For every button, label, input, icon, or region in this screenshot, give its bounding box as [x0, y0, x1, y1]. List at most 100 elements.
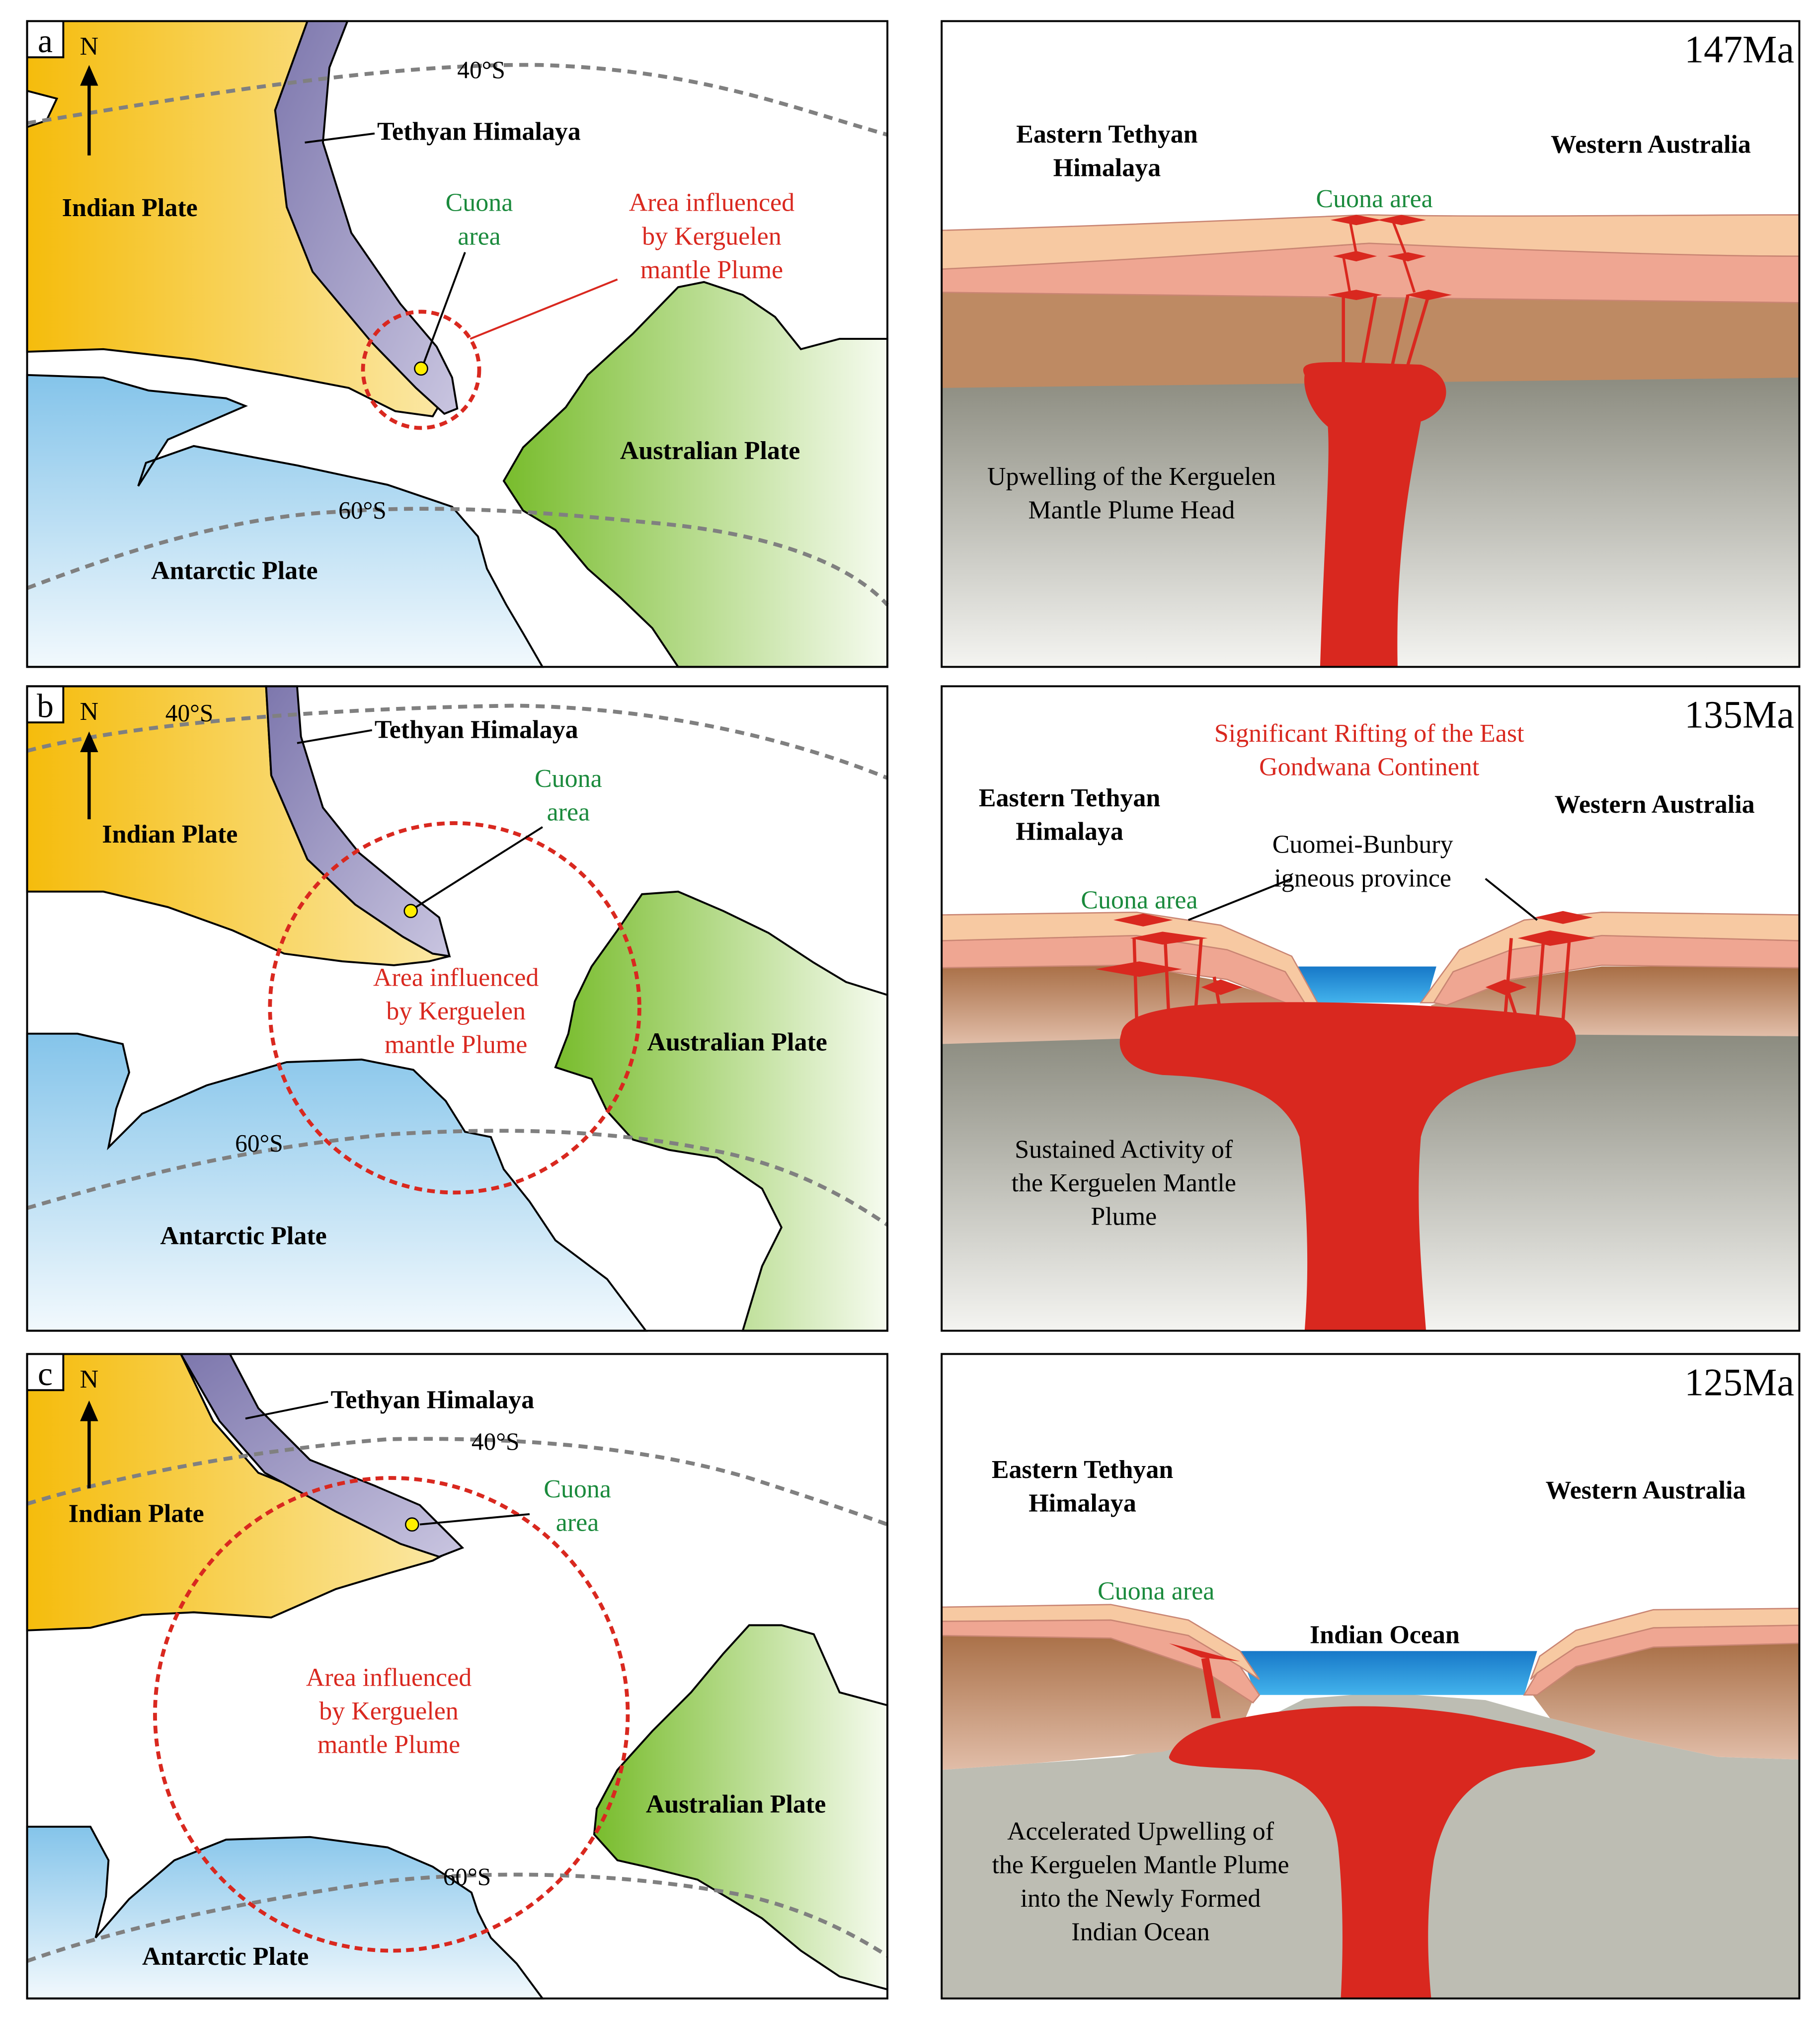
label-indian-plate: Indian Plate [102, 820, 237, 849]
label-tethyan-himalaya: Tethyan Himalaya [377, 118, 581, 146]
province-leader-east [1485, 878, 1538, 921]
north-arrow-icon [80, 731, 98, 752]
australian-plate [593, 1624, 888, 1991]
label-plume-1: Area influenced [373, 964, 539, 992]
upper-crust-east [1530, 1608, 1800, 1680]
magma-plume [1169, 1643, 1595, 1999]
province-leader-west [1188, 877, 1292, 921]
label-antarctic-plate: Antarctic Plate [160, 1222, 326, 1250]
label-indian-ocean: Indian Ocean [1310, 1621, 1460, 1649]
age-label: 125Ma [1684, 1361, 1794, 1404]
magma-dikes [1303, 215, 1452, 667]
age-label: 135Ma [1684, 694, 1794, 736]
plume-influence-circle [268, 821, 641, 1195]
antarctic-plate [26, 1032, 648, 1332]
label-rift-2: Gondwana Continent [1259, 753, 1480, 781]
note-line-3: Plume [1091, 1202, 1157, 1231]
label-cuona-area: Cuona area [1081, 886, 1197, 915]
label-eastern-tethyan-1: Eastern Tethyan [1016, 120, 1198, 149]
label-cuona-area: area [556, 1509, 599, 1537]
label-indian-plate: Indian Plate [69, 1499, 204, 1528]
magma-plume [1095, 911, 1595, 1331]
label-antarctic-plate: Antarctic Plate [151, 557, 317, 585]
plume-leader-line [470, 278, 618, 340]
panel-letter: a [38, 22, 53, 60]
latitude-line-60s [26, 507, 889, 607]
label-cuona: Cuona [535, 765, 602, 793]
label-western-australia: Western Australia [1555, 790, 1755, 819]
tethyan-himalaya-belt [274, 20, 459, 415]
lithosphere-layer-east [1530, 1640, 1800, 1760]
note-line-2: the Kerguelen Mantle [1012, 1169, 1236, 1197]
cuona-leader-line [419, 1513, 530, 1526]
map-panel-c: c N Tethyan Himalaya Indian Plate Austra… [26, 1353, 889, 2000]
upper-crust-west [941, 1604, 1260, 1680]
label-plume-3: mantle Plume [385, 1031, 527, 1059]
section-panel-125ma: 125Ma Eastern Tethyan Himalaya Western A… [941, 1353, 1801, 2000]
lithosphere-layer-west [942, 1630, 1253, 1770]
north-label: N [80, 32, 99, 61]
note-line-4: Indian Ocean [1071, 1918, 1210, 1946]
label-indian-plate: Indian Plate [62, 194, 198, 222]
label-plume-1: Area influenced [306, 1664, 472, 1692]
tethyan-himalaya-belt [265, 685, 451, 958]
label-province-1: Cuomei-Bunbury [1272, 831, 1453, 859]
north-label: N [80, 1365, 99, 1394]
note-line-1: Accelerated Upwelling of [1007, 1817, 1274, 1846]
label-cuona-area: Cuona area [1316, 185, 1432, 213]
australian-plate [502, 281, 888, 668]
ocean-basin [1291, 966, 1436, 1003]
label-eastern-tethyan-2: Himalaya [1029, 1489, 1136, 1518]
label-cuona-area: area [547, 798, 590, 827]
cuona-leader-line [415, 826, 543, 908]
label-plume-2: by Kerguelen [386, 997, 526, 1025]
himalaya-leader-line [305, 132, 375, 144]
cuona-location-dot [403, 904, 418, 919]
label-lat-40s: 40°S [165, 699, 214, 727]
label-eastern-tethyan-2: Himalaya [1053, 154, 1161, 182]
antarctic-plate [26, 1825, 545, 2000]
label-tethyan-himalaya: Tethyan Himalaya [375, 715, 578, 744]
label-plume-2: by Kerguelen [642, 222, 782, 250]
note-line-2: Mantle Plume Head [1028, 496, 1235, 524]
note-line-2: the Kerguelen Mantle Plume [992, 1851, 1289, 1879]
cuona-location-dot [414, 361, 428, 376]
label-rift-1: Significant Rifting of the East [1214, 719, 1524, 748]
ocean-basin [1240, 1651, 1537, 1695]
north-arrow-icon [80, 65, 98, 86]
label-australian-plate: Australian Plate [620, 437, 800, 465]
panel-letter: b [37, 688, 54, 725]
himalaya-leader-line [297, 729, 373, 744]
label-eastern-tethyan-2: Himalaya [1016, 818, 1123, 846]
lithosphere-layer [942, 290, 1800, 388]
label-plume-1: Area influenced [629, 189, 794, 217]
north-arrow-icon [80, 1400, 98, 1421]
label-lat-60s: 60°S [443, 1863, 491, 1890]
plume-influence-circle [361, 310, 481, 430]
label-plume-3: mantle Plume [317, 1731, 460, 1759]
label-australian-plate: Australian Plate [646, 1790, 826, 1818]
panel-letter-box [26, 1353, 65, 1392]
label-lat-40s: 40°S [472, 1428, 520, 1455]
panel-letter: c [38, 1355, 53, 1393]
north-label: N [80, 698, 99, 726]
label-plume-3: mantle Plume [640, 256, 783, 284]
latitude-line-40s [26, 63, 888, 137]
latitude-line-40s [26, 703, 888, 780]
label-lat-60s: 60°S [338, 496, 387, 524]
label-lat-40s: 40°S [457, 56, 505, 83]
label-cuona-area: area [458, 222, 501, 250]
himalaya-leader-line [245, 1400, 328, 1420]
latitude-line-60s [26, 1872, 889, 1963]
tethyan-himalaya-belt [179, 1353, 465, 1558]
label-australian-plate: Australian Plate [647, 1028, 827, 1056]
label-cuona-area: Cuona area [1098, 1577, 1214, 1605]
label-eastern-tethyan-1: Eastern Tethyan [979, 784, 1161, 812]
label-lat-60s: 60°S [235, 1129, 283, 1157]
section-panel-147ma: 147Ma Eastern Tethyan Himalaya Western A… [941, 20, 1801, 668]
label-cuona: Cuona [544, 1475, 611, 1503]
section-panel-135ma: 135Ma Significant Rifting of the East Go… [941, 685, 1801, 1332]
plume-influence-circle [153, 1476, 630, 1953]
label-province-2: igneous province [1274, 864, 1451, 892]
